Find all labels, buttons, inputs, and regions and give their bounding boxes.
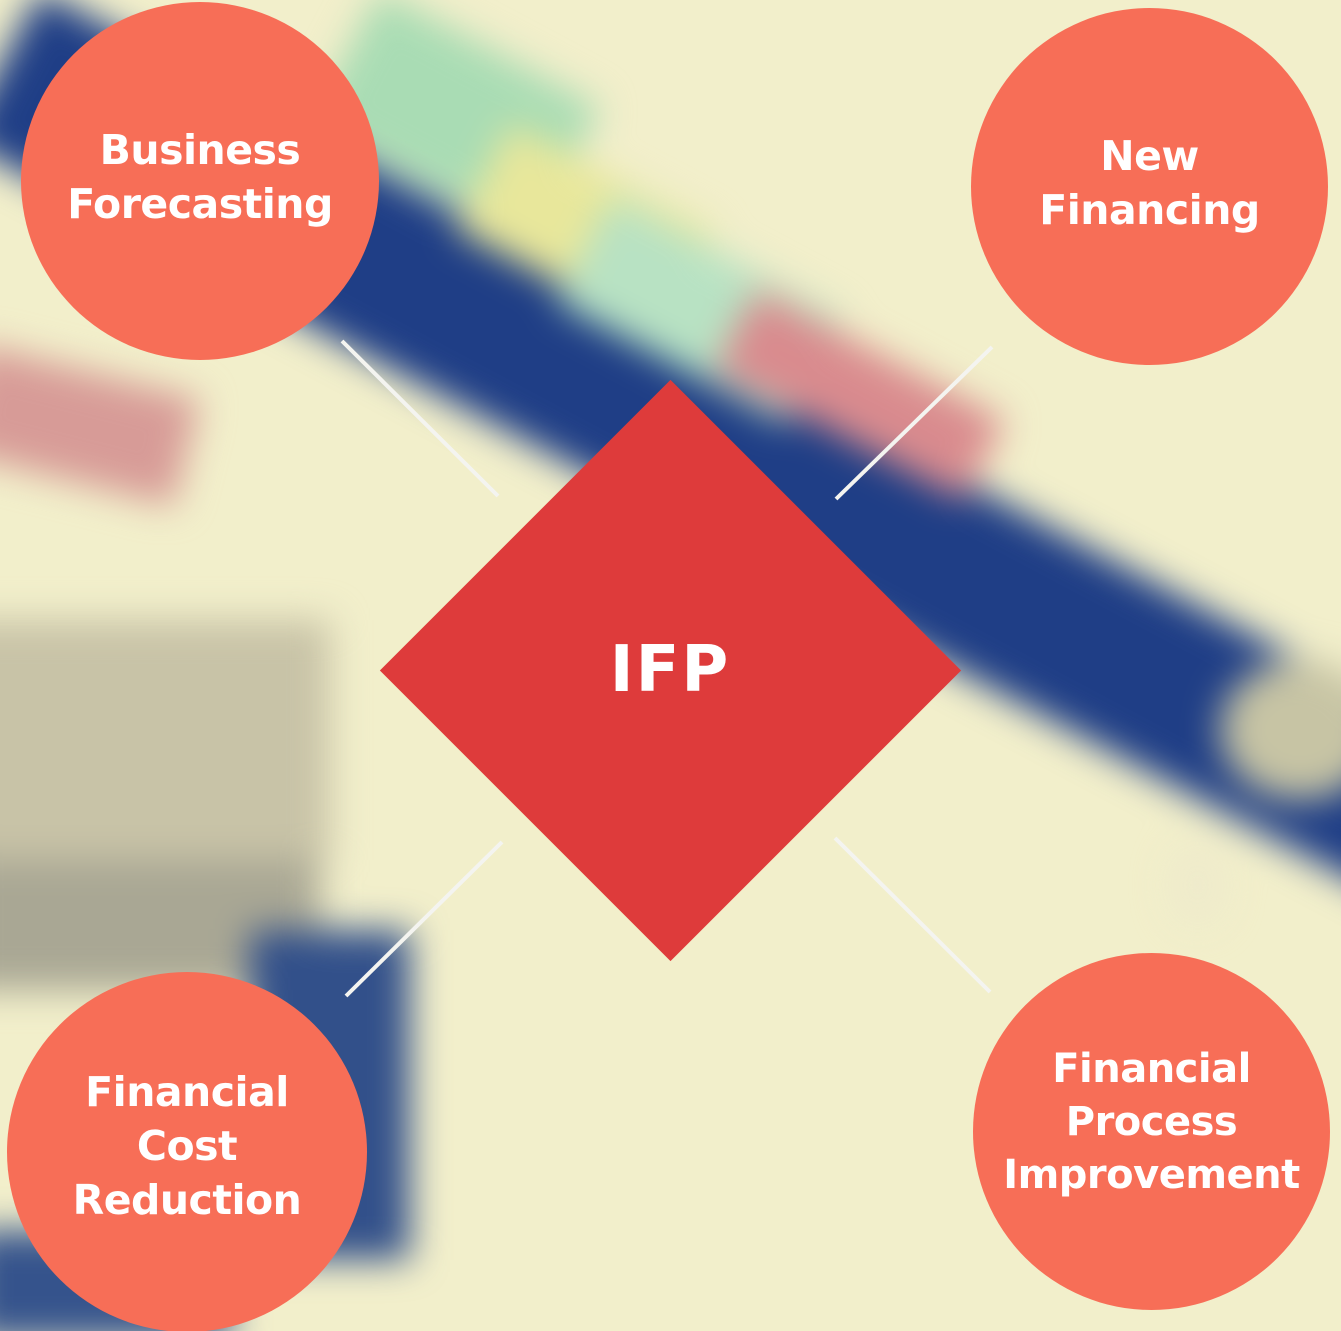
bg-shape xyxy=(1170,845,1225,925)
connector-top-left xyxy=(340,339,500,498)
node-label-line: Business xyxy=(99,125,301,174)
node-financial-process-improvement: Financial Process Improvement xyxy=(973,953,1330,1310)
node-new-financing: New Financing xyxy=(971,8,1328,365)
node-label-line: Financial xyxy=(85,1067,289,1116)
node-label-line: Cost xyxy=(136,1121,238,1170)
bg-shape xyxy=(0,620,330,860)
connector-top-right xyxy=(834,345,994,501)
node-label-line: Improvement xyxy=(1003,1151,1300,1198)
connector-bottom-left xyxy=(344,840,504,998)
node-label-line: Process xyxy=(1065,1099,1238,1146)
node-label: Financial Cost Reduction xyxy=(73,1065,302,1227)
node-label-line: Reduction xyxy=(72,1176,302,1225)
node-label-line: Financial xyxy=(1052,1046,1251,1093)
connector-bottom-right xyxy=(833,836,992,994)
node-label-line: New xyxy=(1100,131,1199,180)
center-label: IFP xyxy=(609,633,731,707)
node-label: Financial Process Improvement xyxy=(1003,1043,1300,1201)
node-business-forecasting: Business Forecasting xyxy=(21,2,379,360)
bg-shape xyxy=(1220,660,1341,800)
node-label: Business Forecasting xyxy=(67,123,333,231)
node-label-line: Financing xyxy=(1039,186,1260,234)
node-label: New Financing xyxy=(1039,129,1260,237)
node-label-line: Forecasting xyxy=(67,180,333,228)
node-financial-cost-reduction: Financial Cost Reduction xyxy=(7,972,367,1331)
